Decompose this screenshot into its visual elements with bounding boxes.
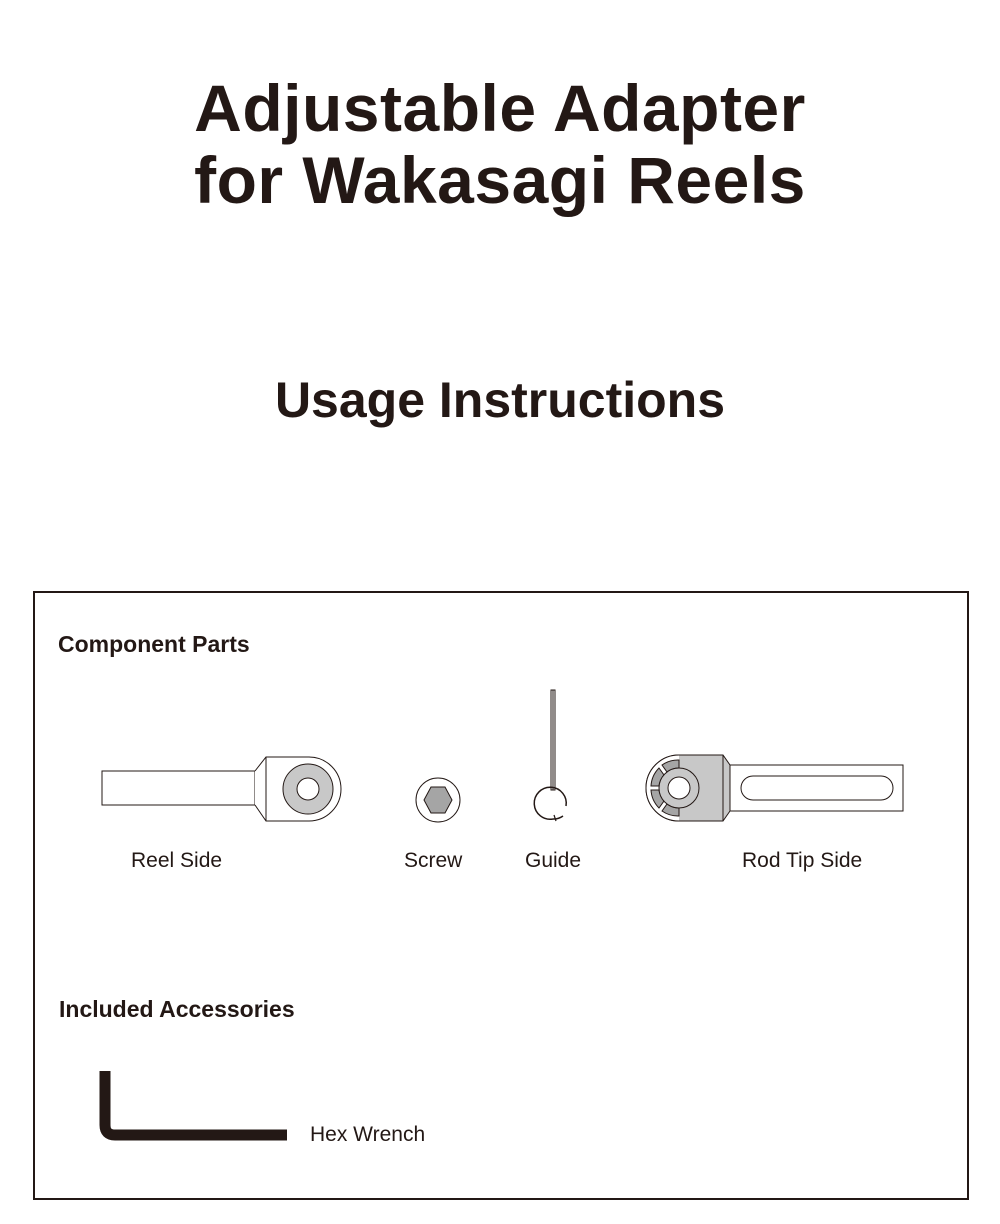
component-label-reel-side: Reel Side: [131, 849, 223, 872]
hex-screw-icon: [415, 777, 461, 823]
line-guide-icon: [533, 689, 567, 822]
reel-side-arm-icon: [101, 756, 342, 822]
title-line-1: Adjustable Adapter: [194, 71, 806, 145]
component-label-screw: Screw: [404, 849, 463, 872]
component-label-rod-tip-side: Rod Tip Side: [742, 849, 863, 872]
document-subtitle: Usage Instructions: [274, 372, 726, 428]
rod-tip-arm-icon: [645, 754, 904, 822]
component-label-guide: Guide: [525, 849, 582, 872]
parts-panel: Component Parts: [33, 591, 969, 1200]
component-parts-heading: Component Parts: [58, 631, 250, 657]
accessory-label-hex-wrench: Hex Wrench: [310, 1123, 426, 1146]
document-title: Adjustable Adapter for Wakasagi Reels: [0, 72, 1000, 216]
title-line-2: for Wakasagi Reels: [194, 143, 806, 217]
hex-wrench-icon: [99, 1071, 287, 1141]
included-accessories-heading: Included Accessories: [59, 996, 295, 1022]
parts-illustration: [99, 689, 904, 1141]
